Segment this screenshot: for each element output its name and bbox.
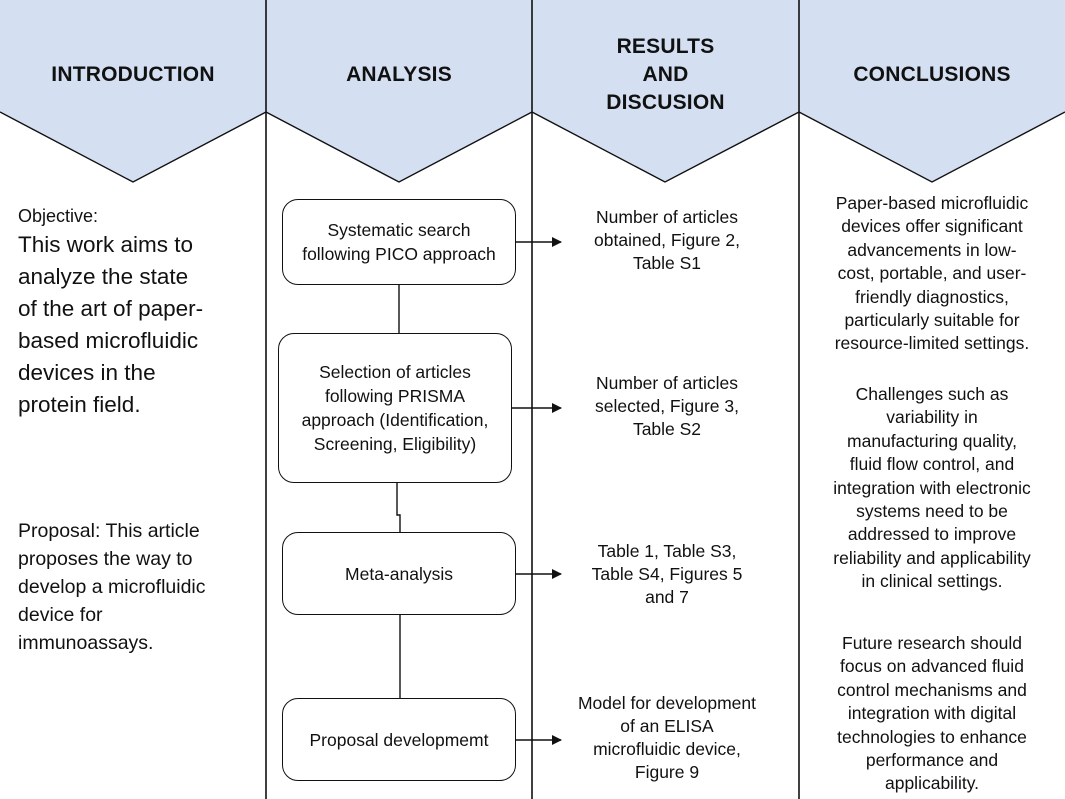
- chevron-edge-conclusions: [798, 111, 1065, 183]
- result-model-elisa: Model for development of an ELISA microf…: [577, 693, 757, 782]
- step-proposal-development: Proposal developmemt: [282, 698, 516, 781]
- header-band-results: [532, 0, 799, 182]
- header-analysis: ANALYSIS: [346, 63, 452, 86]
- step-meta-analysis: Meta-analysis: [282, 532, 516, 615]
- result-articles-obtained: Number of articles obtained, Figure 2, T…: [594, 207, 740, 273]
- objective-text: This work aims to analyze the state of t…: [18, 232, 204, 417]
- proposal-text: Proposal: This article proposes the way …: [18, 520, 206, 654]
- header-introduction: INTRODUCTION: [51, 63, 215, 86]
- chevron-edge-results: [531, 111, 800, 183]
- conclusion-future-research: Future research should focus on advanced…: [837, 633, 1027, 794]
- conclusion-advancements: Paper-based microfluidic devices offer s…: [834, 193, 1030, 354]
- header-results: RESULTS AND DISCUSION: [606, 35, 725, 114]
- conclusion-challenges: Challenges such as variability in manufa…: [833, 384, 1031, 592]
- objective-label: Objective:: [18, 206, 99, 226]
- header-conclusions: CONCLUSIONS: [853, 63, 1011, 86]
- header-band-conclusions: [799, 0, 1065, 182]
- result-tables-figures: Table 1, Table S3, Table S4, Figures 5 a…: [591, 541, 743, 607]
- step-systematic-search: Systematic search following PICO approac…: [282, 199, 516, 285]
- chevron-edge-analysis: [265, 111, 533, 183]
- step-article-selection: Selection of articles following PRISMA a…: [278, 333, 512, 483]
- result-articles-selected: Number of articles selected, Figure 3, T…: [595, 373, 739, 439]
- connector-2-3: [396, 483, 401, 532]
- header-band-introduction: [0, 0, 266, 182]
- header-band-analysis: [266, 0, 532, 182]
- chevron-edge-introduction: [0, 111, 267, 183]
